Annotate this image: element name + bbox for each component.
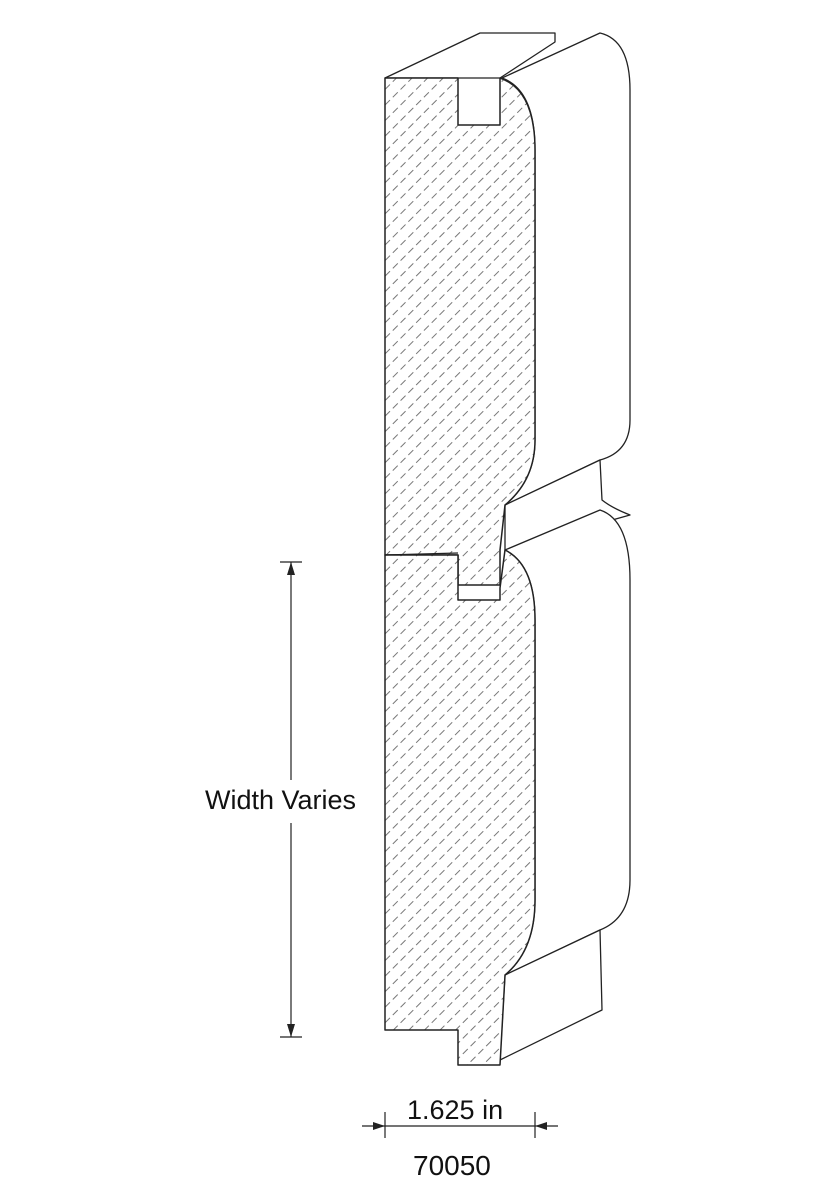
upper-board-section (384, 77, 536, 586)
board-joint-line (384, 552, 459, 556)
lower-board-section (384, 549, 536, 1066)
width-dimension-label: Width Varies (205, 785, 357, 815)
thickness-dimension (362, 1112, 558, 1138)
thickness-dimension-label: 1.625 in (407, 1095, 504, 1125)
part-number-label: 70050 (413, 1150, 491, 1181)
width-dimension (280, 561, 302, 1038)
upper-board-faces (384, 32, 631, 551)
lower-board-faces (499, 509, 631, 1061)
